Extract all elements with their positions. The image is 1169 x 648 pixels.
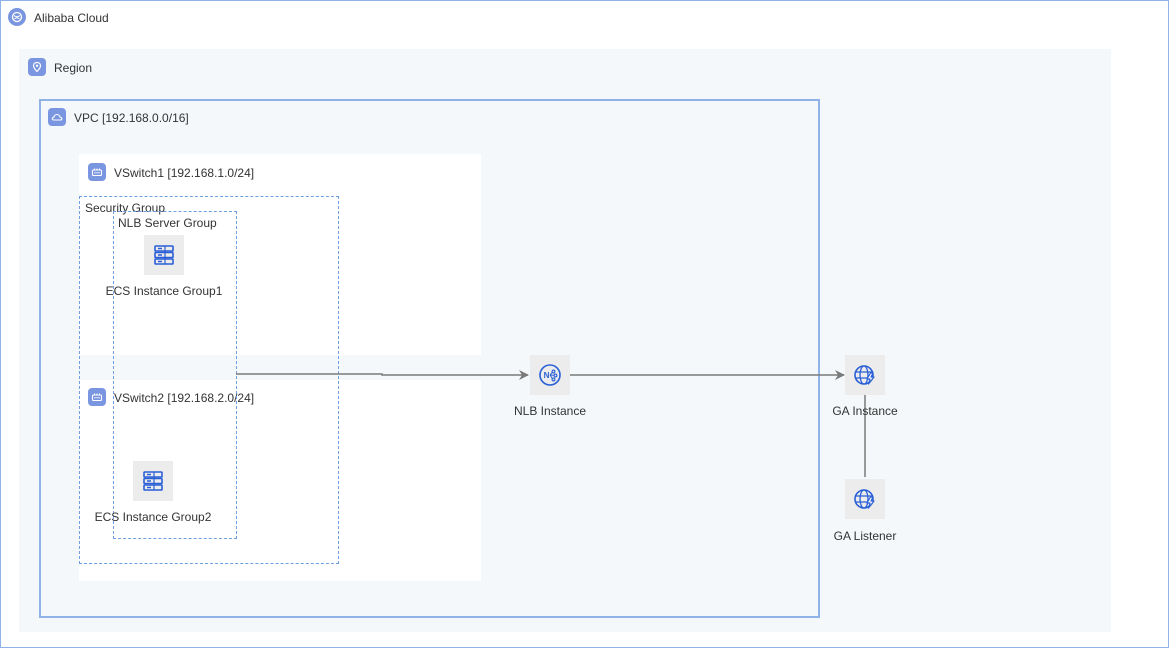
security-group-container	[79, 196, 339, 564]
vswitch1-label: VSwitch1 [192.168.1.0/24]	[114, 166, 255, 180]
ecs-instance-group2-node[interactable]	[133, 461, 173, 501]
alibaba-cloud-icon	[8, 8, 26, 26]
ecs-instance-group1-node[interactable]	[144, 235, 184, 275]
ecs-instance-group1-label: ECS Instance Group1	[105, 284, 223, 298]
nlb-server-group-container	[113, 211, 237, 539]
ga-listener-node[interactable]	[845, 479, 885, 519]
ecs-instance-group2-label: ECS Instance Group2	[94, 510, 212, 524]
nlb-server-group-label: NLB Server Group	[118, 216, 217, 230]
vpc-cloud-icon	[48, 108, 66, 126]
connector-servergroup-to-nlb	[236, 370, 529, 380]
ga-instance-node[interactable]	[845, 355, 885, 395]
nlb-instance-label: NLB Instance	[513, 404, 587, 418]
ecs-server-icon	[143, 471, 163, 491]
ga-globe-icon	[854, 489, 875, 509]
nlb-icon: N	[539, 364, 561, 386]
vswitch2-label: VSwitch2 [192.168.2.0/24]	[114, 391, 255, 405]
vpc-label: VPC [192.168.0.0/16]	[74, 111, 189, 125]
ga-listener-label: GA Listener	[833, 529, 897, 543]
ecs-server-icon	[154, 245, 174, 265]
vswitch-icon	[88, 388, 106, 406]
region-label: Region	[54, 61, 93, 75]
svg-text:N: N	[544, 371, 550, 380]
nlb-instance-node[interactable]: N	[530, 355, 570, 395]
vpc-container	[39, 99, 820, 618]
vswitch-icon	[88, 163, 106, 181]
ga-globe-icon	[854, 365, 875, 385]
location-pin-icon	[28, 58, 46, 76]
ga-instance-label: GA Instance	[832, 404, 898, 418]
alibaba-cloud-label: Alibaba Cloud	[34, 11, 109, 25]
